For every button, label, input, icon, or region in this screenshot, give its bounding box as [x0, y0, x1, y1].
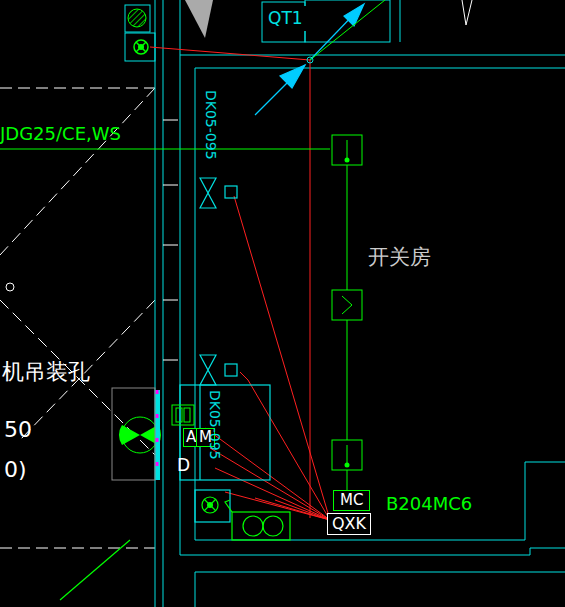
panel-code: B204MC6 [386, 494, 472, 514]
node-text: A [186, 429, 196, 446]
room-name: 开关房 [368, 246, 431, 269]
damper-code: DK05-095 [207, 390, 222, 460]
detector-symbol [134, 40, 148, 54]
starter-box: QXK [327, 513, 371, 535]
breaker-box: QT1 [264, 6, 307, 31]
lower-equipment [60, 490, 290, 600]
opening-note: 机吊装孔 [2, 360, 90, 384]
red-wiring [150, 47, 330, 520]
node-text: QT1 [268, 9, 303, 28]
node-text: QXK [332, 515, 366, 533]
conduit-spec: JDG25/CE,WS [0, 124, 121, 144]
fire-dampers [180, 178, 270, 480]
wall-ticks [163, 0, 472, 360]
green-leader [310, 0, 385, 60]
conduit-line [0, 149, 330, 150]
walls [125, 0, 565, 607]
panel-box: MC [333, 490, 370, 511]
damper-code: DK05-095 [203, 90, 218, 160]
hoist-opening [0, 88, 155, 548]
fan-symbol [112, 388, 161, 480]
lighting-circuit [332, 135, 362, 490]
column-mark [185, 0, 213, 38]
node-text: MC [340, 492, 363, 509]
view-arrows [255, 4, 364, 115]
lamp-symbol [128, 9, 146, 27]
dimension: 0) [4, 458, 27, 482]
point-mark [6, 283, 14, 291]
panel-letter: D [177, 456, 190, 475]
dimension: 50 [4, 418, 32, 442]
panel-inner [172, 405, 194, 425]
